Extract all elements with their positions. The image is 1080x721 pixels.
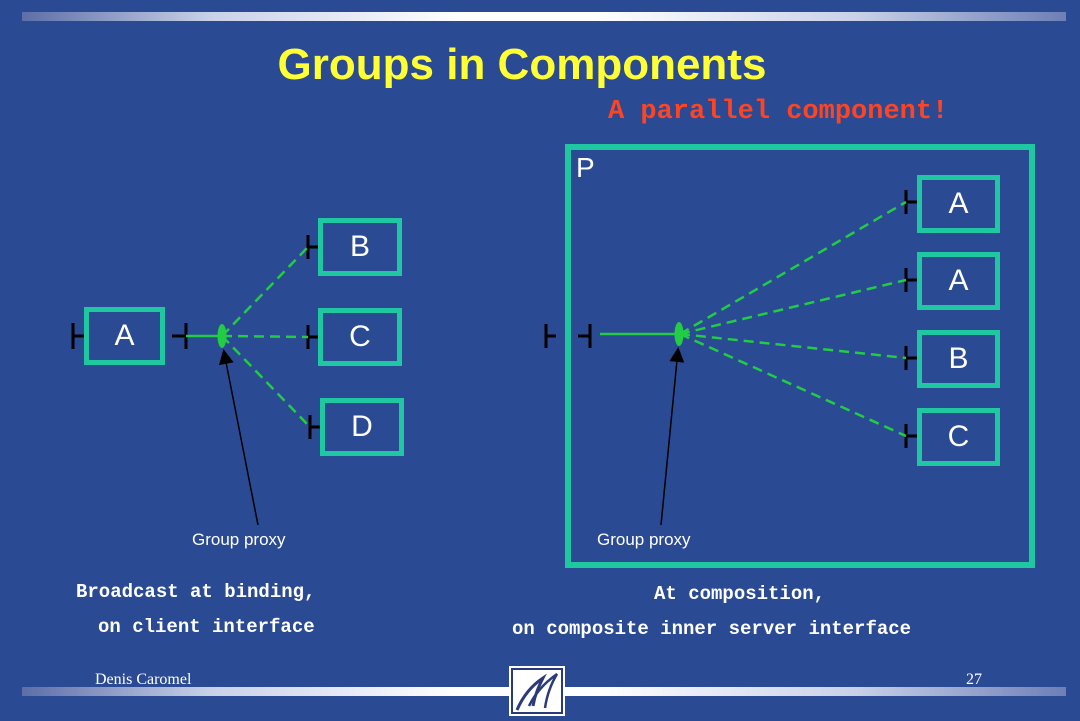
composite-label: P [576, 152, 595, 183]
composite-component-p [565, 144, 1035, 568]
p-inner-server-interface-icon [578, 324, 592, 348]
inner-component-b: B [917, 330, 1000, 388]
inner-component-a1: A [917, 175, 1000, 233]
a1-server-interface-icon [904, 190, 917, 214]
slide-title: Groups in Components [277, 40, 767, 89]
a2-server-interface-icon [904, 268, 917, 292]
slide-subtitle: A parallel component! [608, 97, 949, 127]
c-server-interface-icon [306, 325, 318, 349]
binding-proxy-to-d [221, 335, 311, 428]
left-caption-line1: Broadcast at binding, [76, 581, 316, 603]
component-c-target: C [318, 308, 402, 366]
inner-component-a2: A [917, 252, 1000, 310]
inner-component-c: C [917, 408, 1000, 466]
component-a-client: A [84, 307, 165, 365]
binding-proxy-to-b-inner [679, 332, 907, 360]
binding-proxy-to-a2 [679, 278, 907, 336]
group-proxy-right [674, 322, 684, 346]
logo-icon [509, 666, 565, 716]
proxy-pointer-right [660, 347, 685, 526]
d-server-interface-icon [308, 415, 320, 439]
group-proxy-label-right: Group proxy [597, 530, 691, 549]
binding-proxy-to-c-inner [679, 332, 907, 438]
binding-proxy-to-c [221, 334, 309, 339]
b-inner-server-interface-icon [904, 346, 917, 370]
p-server-interface-icon [544, 324, 556, 348]
component-d-target: D [320, 398, 404, 456]
b-server-interface-icon [306, 235, 318, 259]
binding-proxy-to-b [221, 246, 309, 337]
proxy-pointer-left [218, 349, 259, 526]
right-caption-line1: At composition, [654, 583, 826, 605]
a-client-interface-icon [172, 323, 188, 349]
group-proxy-left [217, 324, 227, 348]
top-rule [22, 12, 1066, 21]
left-caption-line2: on client interface [98, 616, 315, 638]
footer-page-number: 27 [966, 671, 982, 688]
group-proxy-label-left: Group proxy [192, 530, 286, 549]
right-caption-line2: on composite inner server interface [512, 618, 912, 640]
a-server-interface-icon [71, 323, 84, 349]
binding-proxy-to-a1 [679, 200, 907, 336]
component-b-target: B [318, 218, 402, 276]
footer-author: Denis Caromel [95, 671, 192, 688]
c-inner-server-interface-icon [904, 424, 917, 448]
